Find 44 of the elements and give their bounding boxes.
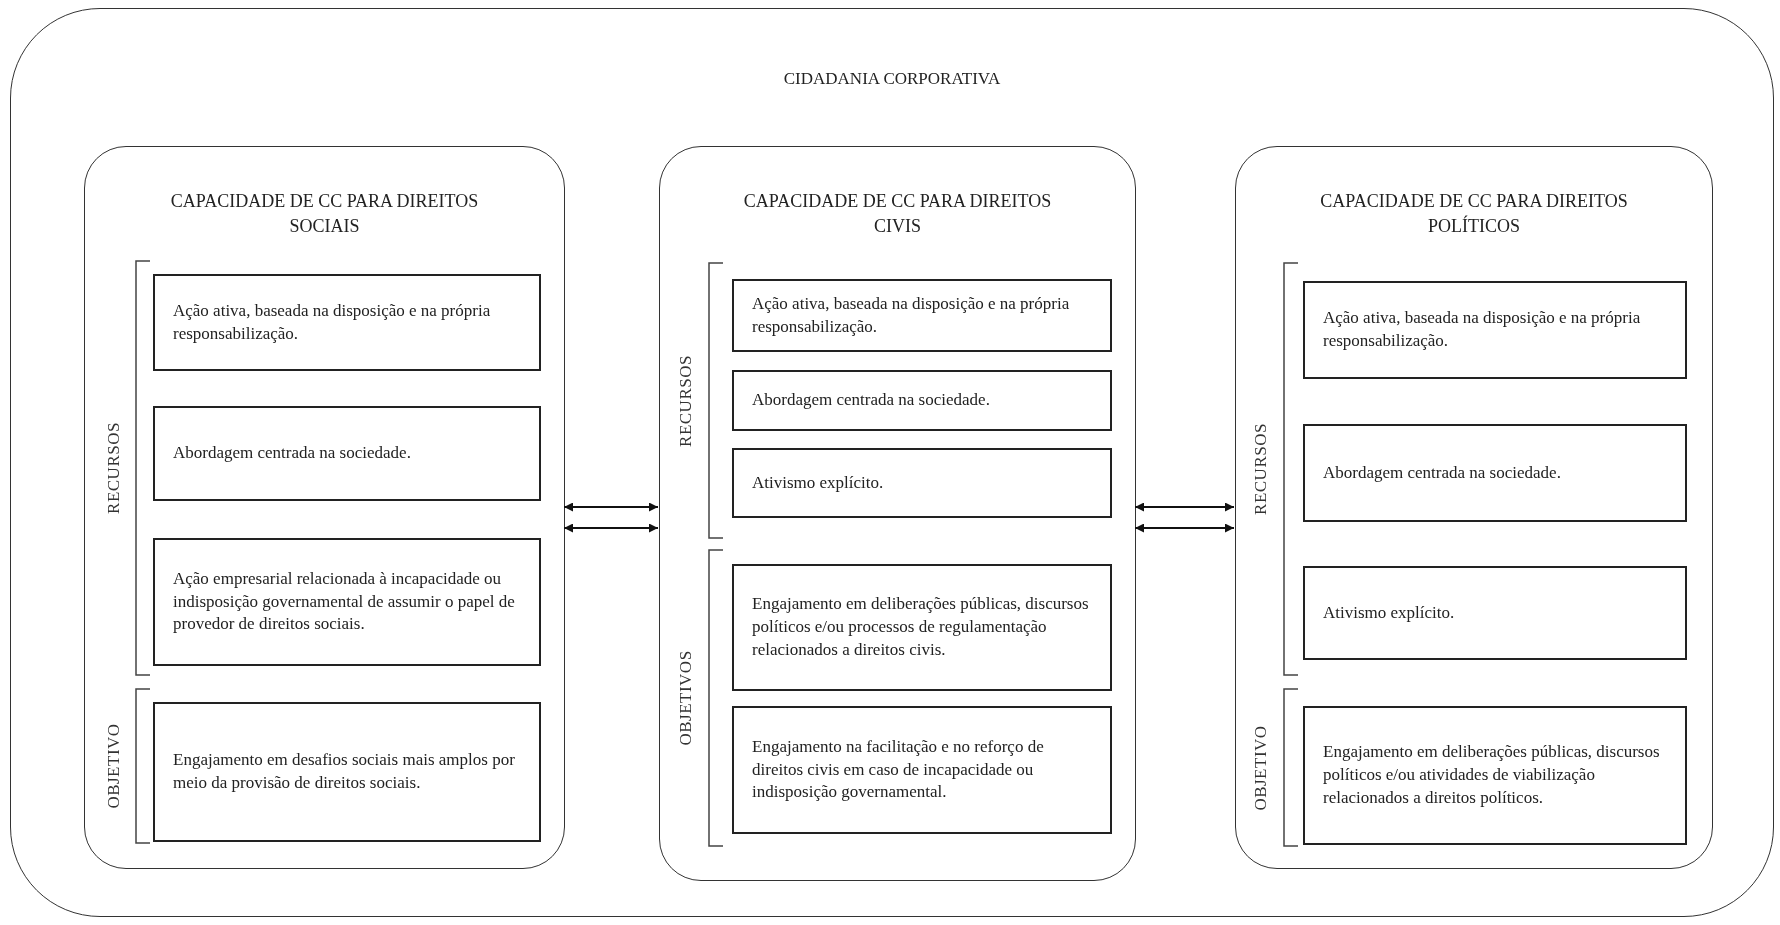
box-text: Ação ativa, baseada na disposição e na própria responsabilização. <box>752 292 1071 338</box>
box-text: Engajamento na facilitação e no reforço de direitos civis em caso de incapacidade ou indisposição governamental. <box>752 735 1045 804</box>
panel-rounded-box <box>659 146 1136 881</box>
double-arrow <box>563 523 659 533</box>
text-box <box>1303 424 1687 522</box>
panel-title: CAPACIDADE DE CC PARA DIREITOS SOCIAIS <box>169 190 480 239</box>
text-box <box>153 702 541 842</box>
section-label: OBJETIVO <box>104 723 124 809</box>
box-text: Engajamento em deliberações públicas, discursos políticos e/ou processos de regulamentação relacionados a direitos civis. <box>752 593 1090 661</box>
panel-rounded-box <box>84 146 565 869</box>
box-text: Abordagem centrada na sociedade. <box>173 442 411 465</box>
frame-title: CIDADANIA CORPORATIVA <box>782 69 1002 89</box>
box-text: Ação ativa, baseada na disposição e na própria responsabilização. <box>173 299 492 345</box>
section-label: RECURSOS <box>104 422 124 514</box>
text-box <box>732 279 1112 352</box>
panel-title: CAPACIDADE DE CC PARA DIREITOS POLÍTICOS <box>1319 190 1629 239</box>
text-box <box>1303 706 1687 845</box>
double-arrow <box>563 502 659 512</box>
text-box <box>153 538 541 666</box>
section-label: RECURSOS <box>1251 423 1271 515</box>
double-arrow <box>1134 523 1235 533</box>
text-box <box>732 370 1112 431</box>
box-text: Engajamento em deliberações públicas, discursos políticos e/ou atividades de viabilização relacionados a direitos políticos. <box>1323 741 1661 809</box>
text-box <box>153 406 541 501</box>
text-box <box>1303 281 1687 379</box>
section-label: RECURSOS <box>676 354 696 447</box>
box-text: Abordagem centrada na sociedade. <box>1323 461 1561 484</box>
box-text: Abordagem centrada na sociedade. <box>752 389 990 412</box>
panel-title: CAPACIDADE DE CC PARA DIREITOS CIVIS <box>742 190 1053 239</box>
double-arrow <box>1134 502 1235 512</box>
outer-rounded-frame <box>10 8 1774 917</box>
text-box <box>153 274 541 371</box>
text-box <box>732 706 1112 834</box>
box-text: Ação ativa, baseada na disposição e na própria responsabilização. <box>1323 307 1642 352</box>
box-text: Ativismo explícito. <box>752 471 884 494</box>
text-box <box>1303 566 1687 660</box>
box-text: Engajamento em desafios sociais mais amplos por meio da provisão de direitos sociais. <box>173 749 516 794</box>
panel-rounded-box <box>1235 146 1713 869</box>
box-text: Ativismo explícito. <box>1323 601 1455 624</box>
section-label: OBJETIVOS <box>676 650 696 746</box>
text-box <box>732 564 1112 691</box>
box-text: Ação empresarial relacionada à incapacidade ou indisposição governamental de assumir o papel de provedor de direitos sociais. <box>173 567 516 636</box>
text-box <box>732 448 1112 518</box>
section-label: OBJETIVO <box>1251 724 1271 811</box>
